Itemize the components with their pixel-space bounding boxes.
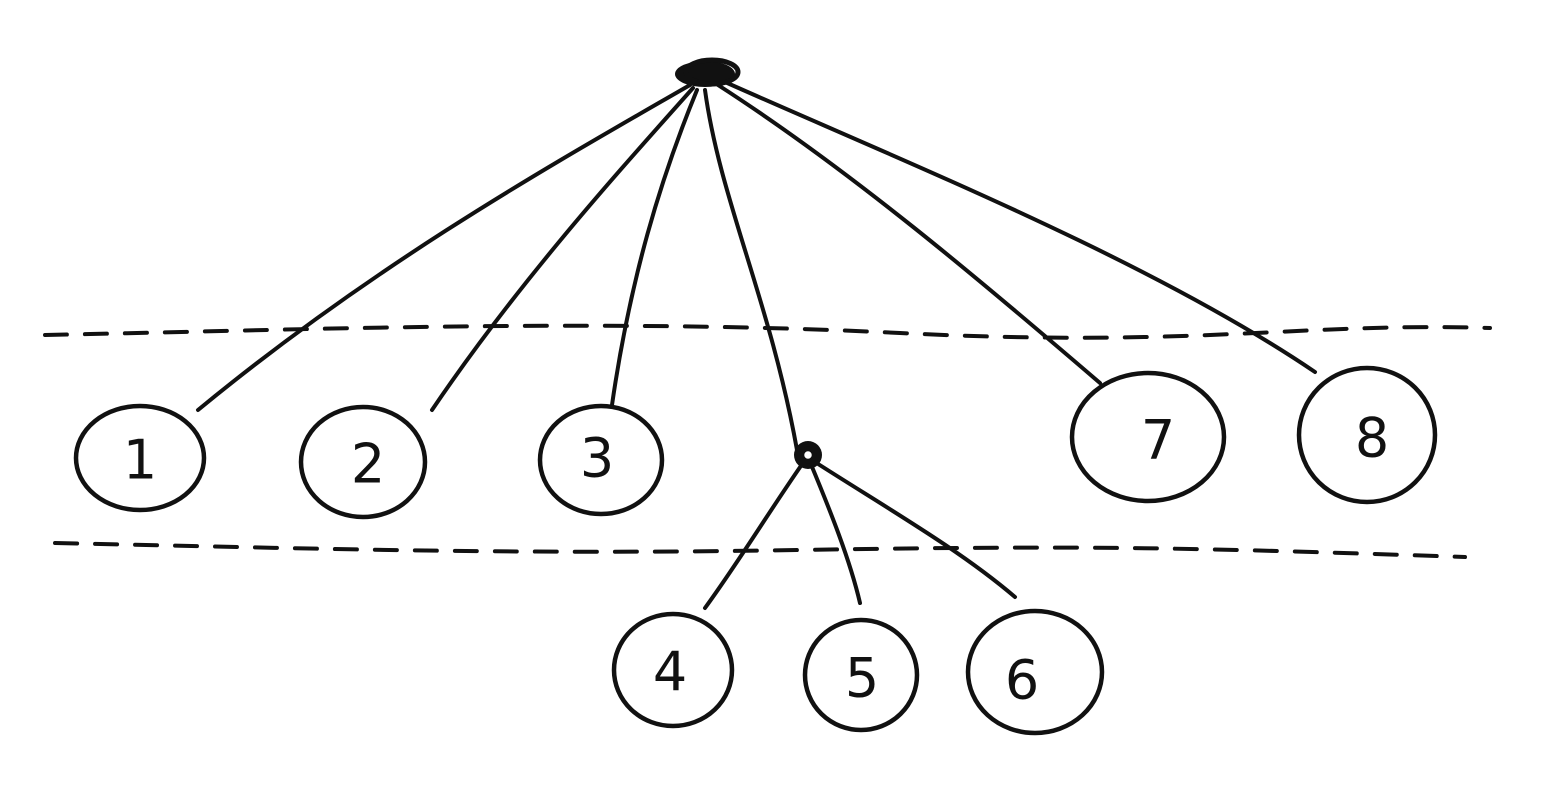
leaf-label-2: 2	[351, 433, 385, 496]
leaf-node-4: 4	[611, 611, 735, 729]
leaf-node-3: 3	[537, 403, 665, 517]
leaf-label-8: 8	[1355, 407, 1389, 470]
leaf-node-8: 8	[1296, 365, 1438, 505]
leaf-label-4: 4	[653, 641, 687, 704]
edge-root-leaf-1	[196, 83, 692, 412]
level-separator-upper	[43, 323, 1492, 340]
edge-root-leaf-7	[716, 83, 1102, 385]
leaf-label-5: 5	[845, 647, 879, 710]
leaf-node-6: 6	[965, 608, 1105, 736]
leaf-label-3: 3	[580, 427, 614, 490]
root-node-ring	[683, 57, 741, 87]
leaf-node-2: 2	[298, 404, 428, 520]
edge-internal-leaf-4	[703, 458, 807, 610]
internal-node-core	[799, 446, 817, 464]
edge-internal-leaf-6	[813, 460, 1017, 599]
leaf-node-1: 1	[73, 403, 207, 513]
leaf-label-6: 6	[1005, 649, 1039, 712]
leaf-node-5: 5	[802, 617, 920, 733]
edge-root-leaf-2	[430, 86, 695, 412]
edge-root-leaf-3	[610, 88, 699, 407]
edge-root-leaf-8	[723, 80, 1317, 374]
leaf-node-7: 7	[1069, 370, 1227, 504]
level-separator-lower	[53, 541, 1467, 559]
edge-root-internal	[703, 88, 799, 452]
leaf-label-7: 7	[1141, 409, 1175, 472]
edge-internal-leaf-5	[808, 460, 862, 605]
leaf-label-1: 1	[123, 429, 157, 492]
